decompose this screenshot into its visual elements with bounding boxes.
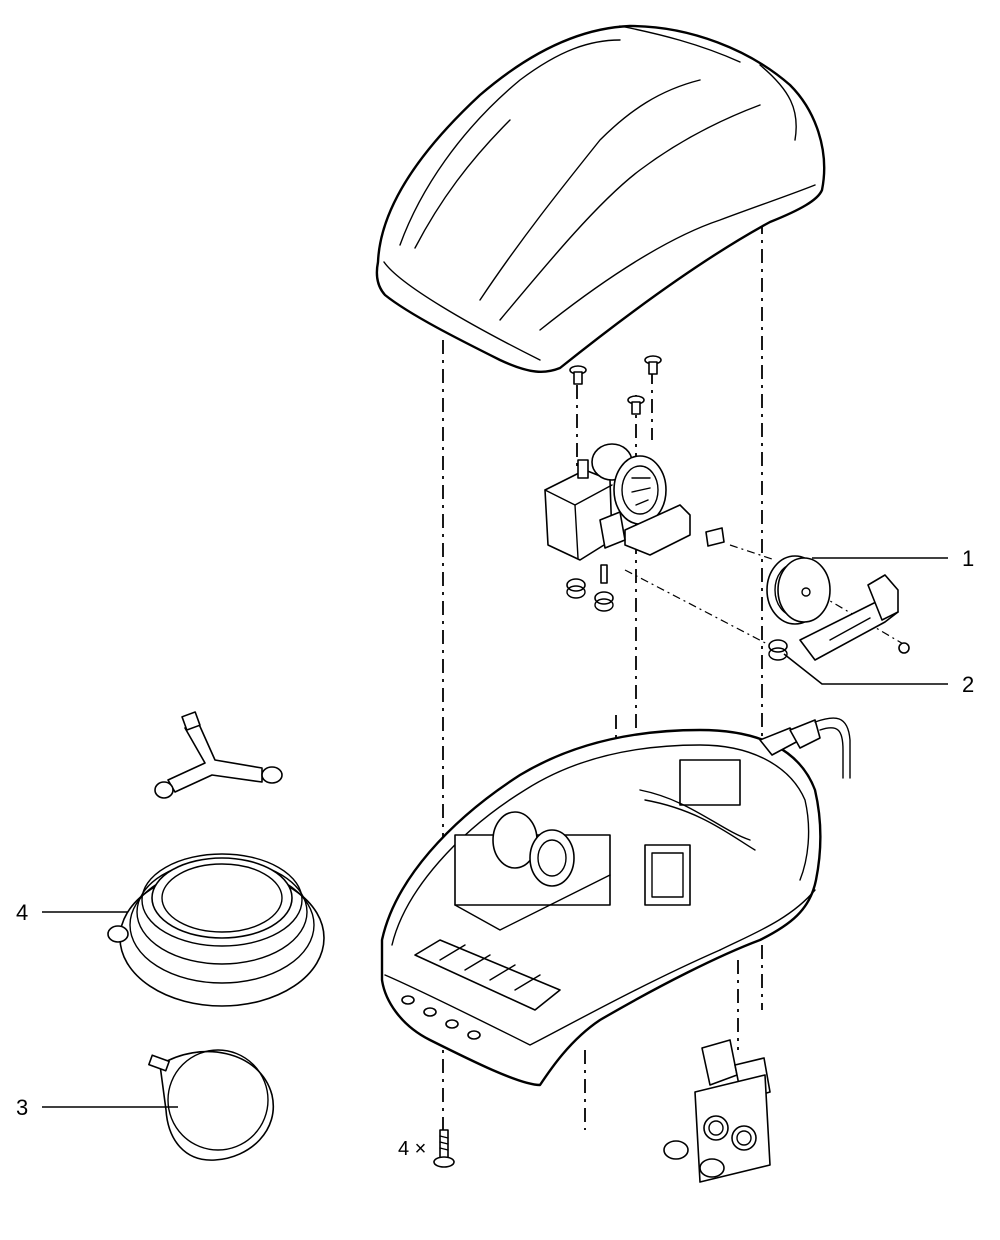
clip-bracket: [799, 574, 910, 661]
grommet: [594, 591, 614, 612]
housing-cover: [375, 24, 826, 373]
grommet: [566, 578, 586, 599]
callout-4-label: 4: [16, 900, 28, 925]
y-connector: [154, 711, 283, 799]
mounting-screws: [569, 355, 662, 415]
outlet-nozzles: [401, 995, 481, 1040]
screw-quantity-label: 4 ×: [398, 1138, 426, 1160]
callouts: 1 2 3 4 4 ×: [16, 546, 974, 1160]
pump-motor-assembly: [544, 443, 725, 612]
nut-part-2: [768, 639, 788, 661]
bottom-screw: [433, 1129, 455, 1168]
housing-base: [380, 717, 851, 1087]
air-hose-part-4: [107, 853, 325, 1007]
screw: [569, 365, 587, 385]
foot-pads: [663, 1039, 771, 1183]
screw: [644, 355, 662, 375]
callout-2-leader: [783, 653, 948, 685]
callout-2-label: 2: [962, 672, 974, 697]
air-stone-part-3: [148, 1049, 275, 1161]
callout-3-label: 3: [16, 1095, 28, 1120]
diaphragm-part-1: [766, 555, 831, 625]
screw: [627, 395, 645, 415]
callout-1-label: 1: [962, 546, 974, 571]
